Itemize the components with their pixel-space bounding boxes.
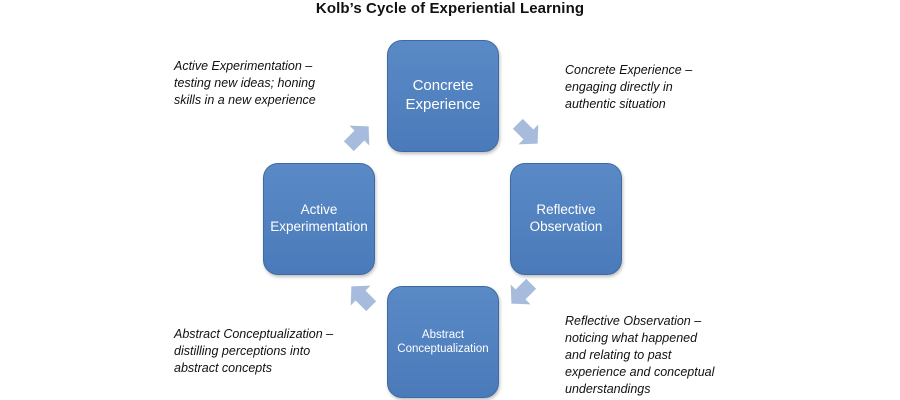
note-text: Active Experimentation – testing new ide… (174, 59, 316, 107)
note-text: Concrete Experience – engaging directly … (565, 63, 693, 111)
node-label: Concrete Experience (405, 77, 481, 113)
note-reflective-observation: Reflective Observation – noticing what h… (565, 313, 765, 398)
node-abstract-conceptualization: Abstract Conceptualization (387, 286, 499, 398)
arrow-to-active-experimentation (341, 276, 382, 317)
node-label: Abstract Conceptualization (397, 328, 489, 355)
node-label: Active Experimentation (270, 202, 368, 234)
node-active-experimentation: Active Experimentation (263, 163, 375, 275)
note-abstract-conceptualization: Abstract Conceptualization – distilling … (174, 326, 394, 377)
arrow-to-reflective-observation (507, 113, 548, 154)
node-concrete-experience: Concrete Experience (387, 40, 499, 152)
diagram-title: Kolb’s Cycle of Experiential Learning (315, 0, 585, 17)
arrow-to-concrete-experience (338, 116, 379, 157)
note-text: Abstract Conceptualization – distilling … (174, 327, 334, 375)
node-label: Reflective Observation (529, 202, 603, 234)
note-concrete-experience: Concrete Experience – engaging directly … (565, 62, 765, 113)
cycle-diagram: Concrete Experience Reflective Observati… (245, 30, 655, 400)
note-active-experimentation: Active Experimentation – testing new ide… (174, 58, 384, 109)
arrow-to-abstract-conceptualization (501, 273, 542, 314)
note-text: Reflective Observation – noticing what h… (565, 314, 715, 396)
node-reflective-observation: Reflective Observation (510, 163, 622, 275)
